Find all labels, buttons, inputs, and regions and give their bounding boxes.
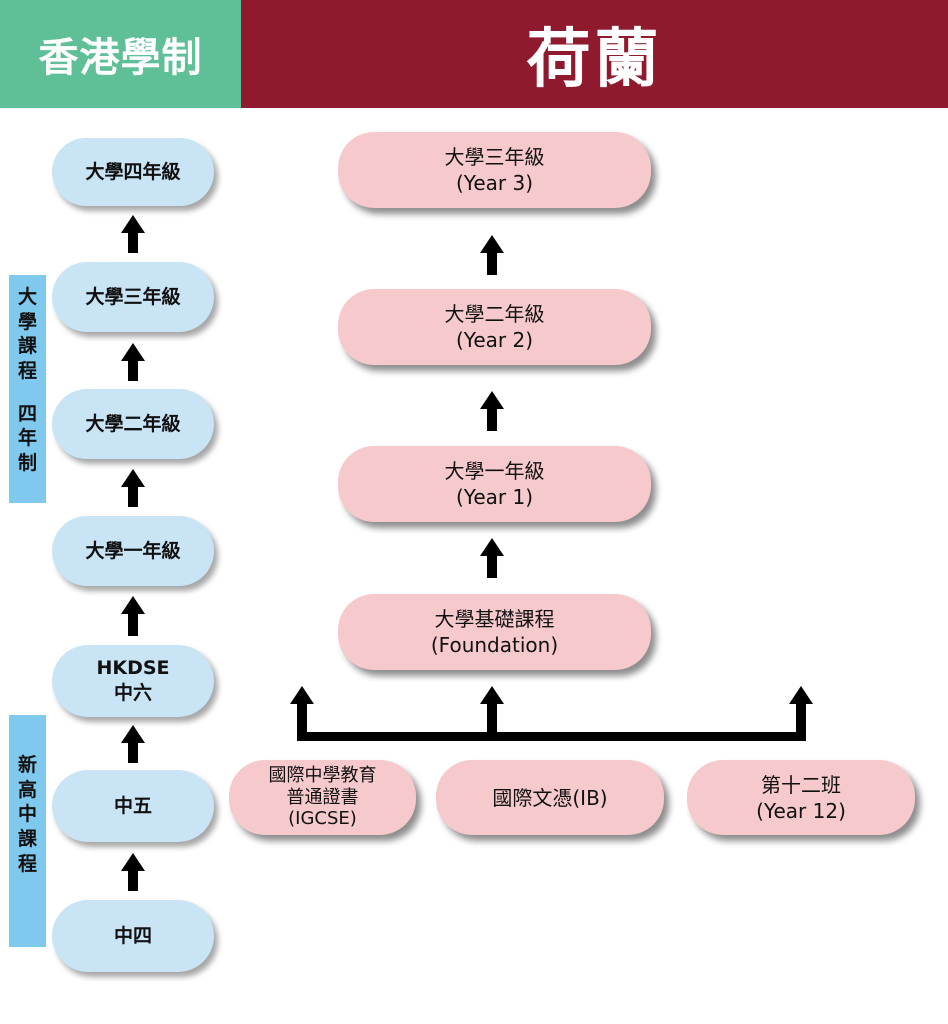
nl-label: (Year 2) (455, 328, 534, 352)
side-char: 大 (17, 286, 37, 308)
nl-label: (Foundation) (430, 633, 559, 657)
hk-university-year4: 大學四年級 (52, 138, 214, 206)
nl-entry-year12: 第十二班 (Year 12) (687, 760, 915, 835)
nl-entry-ib: 國際文憑(IB) (436, 760, 664, 835)
side-char: 課 (17, 828, 37, 851)
side-char: 四 (17, 402, 37, 425)
side-char: 中 (17, 803, 37, 826)
hk-label: 大學四年級 (85, 160, 181, 183)
nl-label: 國際文憑(IB) (492, 785, 608, 810)
nl-label: (Year 1) (455, 485, 534, 509)
senior-secondary-bar: 新 高 中 課 程 (9, 715, 46, 947)
up-arrow-icon (121, 725, 145, 763)
up-arrow-icon (121, 596, 145, 636)
up-arrow-icon (480, 235, 504, 275)
nl-university-year3: 大學三年級 (Year 3) (338, 132, 651, 208)
netherlands-header: 荷蘭 (241, 0, 948, 108)
nl-label: 大學三年級 (444, 145, 545, 169)
up-arrow-icon (480, 686, 504, 737)
hk-label: 大學二年級 (85, 412, 181, 435)
university-program-bar: 大 學 課 程 四 年 制 (9, 275, 46, 503)
up-arrow-icon (290, 686, 314, 737)
hk-label: 大學一年級 (85, 539, 181, 562)
nl-label: 國際中學教育 (268, 765, 377, 787)
nl-label: 大學一年級 (444, 459, 545, 483)
hk-label: 中六 (113, 682, 152, 704)
hk-hkdse-form6: HKDSE 中六 (52, 645, 214, 717)
nl-label: 大學二年級 (444, 302, 545, 326)
side-char: 高 (17, 778, 37, 801)
hk-label: 中五 (113, 794, 152, 817)
up-arrow-icon (121, 215, 145, 253)
side-char: 程 (17, 360, 37, 383)
up-arrow-icon (789, 686, 813, 737)
hk-university-year2: 大學二年級 (52, 389, 214, 459)
nl-foundation: 大學基礎課程 (Foundation) (338, 594, 651, 670)
nl-label: (Year 3) (455, 171, 534, 195)
up-arrow-icon (480, 538, 504, 578)
side-char: 新 (17, 754, 37, 776)
nl-label: (IGCSE) (288, 808, 357, 830)
hk-university-year1: 大學一年級 (52, 516, 214, 586)
up-arrow-icon (121, 343, 145, 381)
side-char: 年 (17, 427, 37, 450)
hk-label: 大學三年級 (85, 285, 181, 308)
nl-label: 大學基礎課程 (434, 607, 555, 631)
nl-university-year1: 大學一年級 (Year 1) (338, 446, 651, 522)
nl-label: 普通證書 (286, 786, 359, 808)
up-arrow-icon (480, 391, 504, 431)
nl-label: (Year 12) (756, 798, 846, 823)
hk-university-year3: 大學三年級 (52, 262, 214, 332)
hk-label: 中四 (113, 924, 152, 947)
hk-system-header: 香港學制 (0, 0, 241, 108)
hk-form5: 中五 (52, 770, 214, 842)
connector-line (297, 732, 806, 741)
nl-entry-igcse: 國際中學教育 普通證書 (IGCSE) (229, 760, 416, 835)
side-char: 程 (17, 852, 37, 875)
side-char: 學 (17, 310, 37, 333)
nl-label: 第十二班 (761, 772, 841, 797)
up-arrow-icon (121, 469, 145, 507)
hk-label: HKDSE (96, 657, 170, 680)
nl-university-year2: 大學二年級 (Year 2) (338, 289, 651, 365)
up-arrow-icon (121, 853, 145, 891)
side-char: 制 (17, 452, 37, 475)
hk-form4: 中四 (52, 900, 214, 972)
side-char: 課 (17, 335, 37, 358)
